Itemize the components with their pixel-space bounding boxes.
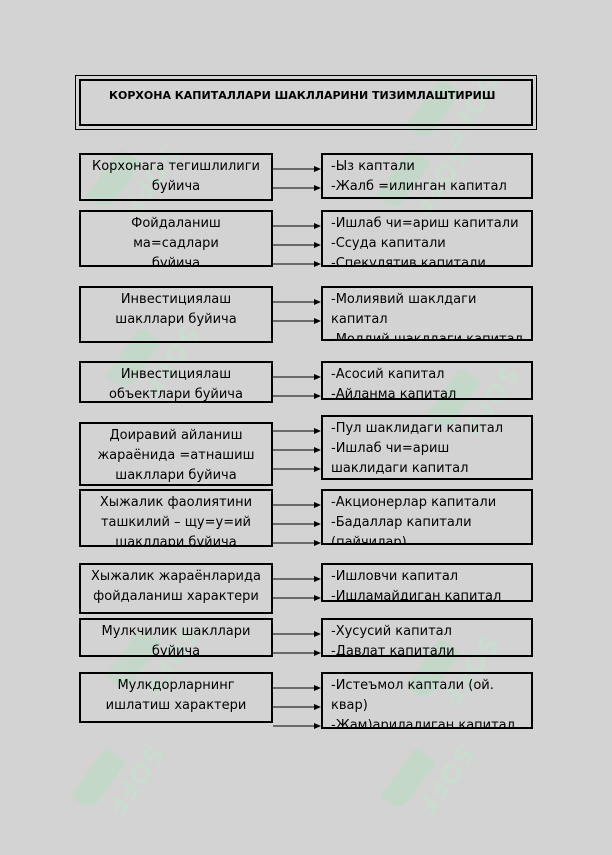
category-box: Фойдаланиш ма=садлари бyйича — [79, 210, 273, 267]
category-box: Хыжалик жараёнларида фойдаланиш характери — [79, 563, 273, 614]
category-label-line: бyйича — [151, 644, 201, 657]
category-box: Доиравий айланиш жараёнида =атнашиш шаклла… — [79, 422, 273, 486]
category-label-line: шакллари бyйича — [115, 468, 237, 483]
category-box: Корхонага тегишлилиги бyйича — [79, 153, 273, 201]
type-label-line: шаклидаги капитал — [331, 461, 469, 476]
type-label-line: -Ишловчи капитал — [331, 569, 459, 584]
type-box: -Асосий капитал -Айланма капитал — [321, 361, 533, 400]
type-label-line: -Ишлаб чи=ариш — [331, 441, 450, 456]
type-label-line: -Давлат капитали — [331, 644, 455, 657]
category-box: Хыжалик фаолиятини ташкилий – щу=у=ий шакл… — [79, 489, 273, 547]
category-label-line: жараёнида =атнашиш — [97, 448, 255, 463]
category-label-line: бyйича — [151, 256, 201, 267]
type-box: -Ыз каптали -Жалб =илинган капитал — [321, 153, 533, 199]
type-label-line: -Акционерлар капитали — [331, 495, 497, 510]
category-label-line: шакллари бyйича — [115, 535, 237, 547]
category-label-line: шакллари бyйича — [115, 312, 237, 327]
type-label-line: -Жалб =илинган капитал — [331, 179, 507, 194]
category-label-line: фойдаланиш характери — [93, 589, 259, 604]
type-label-line: (пайчилар) — [331, 535, 407, 545]
type-box: -Ишловчи капитал -Ишламайдиган капитал — [321, 563, 533, 602]
type-box: -Акционерлар капитали -Бадаллар капитали (… — [321, 489, 533, 545]
category-label-line: бyйича — [151, 179, 201, 194]
type-label-line: -Ишламайдиган капитал — [331, 589, 502, 602]
category-box: Мулкчилик шакллари бyйича — [79, 618, 273, 657]
category-label-line: Фойдаланиш — [131, 216, 221, 231]
category-box: Инвестициялаш шакллари бyйича — [79, 286, 273, 343]
type-label-line: -Ссуда капитали — [331, 236, 446, 251]
type-box: -Хусусий капитал -Давлат капитали — [321, 618, 533, 657]
category-label-line: объектлари бyйича — [109, 387, 243, 402]
arrows-layer — [273, 166, 321, 729]
type-label-line: -Ишлаб чи=ариш капитали — [331, 216, 519, 231]
type-box: -Пул шаклидаги капитал -Ишлаб чи=ариш шакл… — [321, 415, 533, 480]
type-label-line: -Молиявий шаклдаги — [331, 292, 477, 307]
title-box: КОРХОНА КАПИТАЛЛАРИ ШАКЛЛАРИНИ ТИЗИМЛАШТ… — [75, 75, 537, 130]
category-label-line: ташкилий – щу=у=ий — [100, 515, 252, 530]
type-label-line: -Моддий шаклдаги капитал — [331, 332, 523, 341]
type-label-line: -Ыз каптали — [331, 159, 415, 174]
type-label-line: -Пул шаклидаги капитал — [331, 421, 504, 436]
category-label-line: Хыжалик фаолиятини — [99, 495, 253, 510]
category-label-line: ишлатиш характери — [105, 698, 247, 713]
type-label-line: -Хусусий капитал — [331, 624, 452, 639]
type-box: -Ишлаб чи=ариш капитали -Ссуда капитали -С… — [321, 210, 533, 267]
category-label-line: Инвестициялаш — [120, 292, 232, 307]
category-label-line: Хыжалик жараёнларида — [91, 569, 261, 584]
category-label-line: Корхонага тегишлилиги — [91, 159, 261, 174]
type-box: -Истеъмол каптали (ой. квар) -Жам)ариладиг… — [321, 672, 533, 729]
type-label-line: -Жам)ариладиган капитал — [331, 718, 515, 729]
category-box: Мулкдорларнинг ишлатиш характери — [79, 672, 273, 723]
type-label-line: -Бадаллар капитали — [331, 515, 472, 530]
category-label-line: Мулкдорларнинг — [117, 678, 235, 693]
type-label-line: капитал — [331, 312, 388, 327]
category-label-line: Доиравий айланиш — [109, 428, 243, 443]
type-label-line: -Асосий капитал — [331, 367, 445, 382]
category-box: Инвестициялаш объектлари бyйича — [79, 361, 273, 403]
category-label-line: ма=садлари — [133, 236, 219, 251]
type-label-line: -Айланма капитал — [331, 387, 457, 400]
diagram-title: КОРХОНА КАПИТАЛЛАРИ ШАКЛЛАРИНИ ТИЗИМЛАШТ… — [109, 89, 496, 102]
type-label-line: -Спекулятив капитали — [331, 256, 486, 267]
category-label-line: Инвестициялаш — [120, 367, 232, 382]
type-label-line: -Истеъмол каптали (ой. — [331, 678, 494, 693]
category-label-line: Мулкчилик шакллари — [101, 624, 251, 639]
type-label-line: квар) — [331, 698, 368, 713]
type-box: -Молиявий шаклдаги капитал -Моддий шаклдаг… — [321, 286, 533, 341]
